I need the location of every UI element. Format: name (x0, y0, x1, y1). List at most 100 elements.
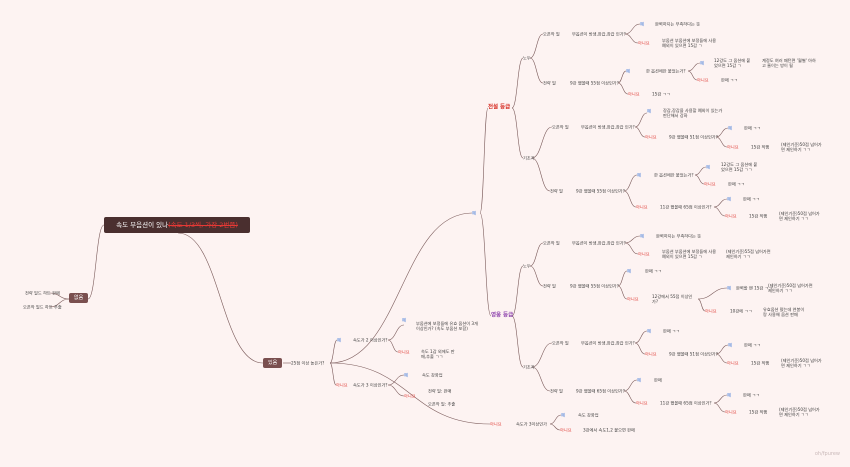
connector (87, 224, 105, 300)
yes-label: 예 (637, 172, 641, 178)
no-label: 아니요 (628, 91, 640, 97)
a-s2n-node: 속도 1감 외에도 판매,추출 ㄱㄱ (421, 349, 455, 359)
a-usage-node: 부옵션 부옵션에 보정들에 사용 예외이 있으면 15감 ㄱ (662, 38, 717, 48)
connector (329, 362, 491, 425)
openjak-node: 오픈작 빌 (543, 240, 560, 246)
q-55-node: 9강 했을때 55점 이상인가? (570, 283, 619, 289)
connector (713, 198, 728, 208)
connector (479, 107, 489, 214)
sell-k-node: 판매 ㄱㄱ (728, 181, 745, 187)
q-11-node: 11강 했을때 65점 이상인가? (660, 400, 712, 406)
connector (715, 136, 728, 148)
watermark-logo: oh/fpurew (814, 451, 840, 457)
yes-label: 예 (647, 108, 651, 114)
sell15-node: 15감 직행 (749, 409, 768, 415)
connector (531, 342, 553, 368)
jeollyak-node: 전략 빌 (543, 283, 556, 289)
a-jeda-node: 계정도 여러 패턴면 '월별' 아하고 줄이는 방이 될 (762, 58, 816, 68)
connector (617, 285, 628, 300)
a-s2-node: 부옵션에 보정들에 유효 옵션이 3개 이상인가? (속도 부옵션 포함) (416, 321, 478, 331)
no-label: 아니요 (725, 409, 737, 415)
connector (529, 33, 544, 59)
connector (713, 394, 728, 404)
basis-node: (제인기준)50점 넘어가면 제인하기 ㄱㄱ (781, 142, 822, 152)
q-op-node: 부옵션이 방생,장갑,장갑 인가? (581, 340, 635, 346)
a-jeolban-node: 완벽하지는 부족하다는 뜻 (655, 21, 701, 27)
q-s2-node: 속도가 2 이상인가? (353, 337, 388, 343)
q-51-node: 9강 했을때 51점 이상인가? (669, 351, 718, 357)
usage2-node: 유효옵션 떴는데 연봉이랑 사용해 옵션 판매 (763, 307, 805, 317)
connector (715, 344, 729, 355)
yes-label: 예 (637, 377, 641, 383)
connector (511, 107, 524, 159)
no-label: 아니요 (725, 213, 737, 219)
yes-label: 예 (727, 392, 731, 398)
no-label: 아니요 (404, 393, 416, 399)
left-item-2: 오픈작 빌드 하트 추출 (23, 304, 62, 310)
connector (531, 157, 551, 192)
q-han-node: 한 옵션에만 붙었는가? (646, 68, 686, 74)
connector (529, 57, 544, 84)
a-s3-2-node: 속도 강화업 (578, 412, 599, 418)
openjak-node: 오픈작 빌 (552, 340, 569, 346)
no-label: 아니요 (627, 296, 639, 302)
connector (634, 330, 648, 344)
yes-label: 예 (627, 268, 631, 274)
connector (511, 57, 524, 109)
root-node[interactable]: 속도 부음션이 있나(속도 1/3씩, 가장 2번쯤) (104, 217, 250, 233)
yes-label: 예 (337, 337, 341, 343)
jeollyak-node: 전략 빌 (543, 80, 556, 86)
yes-label: 예 (727, 285, 731, 291)
connector (387, 384, 405, 397)
connector (49, 292, 70, 300)
a-jeolban-node: 완벽하지는 부족하다는 뜻 (656, 233, 702, 239)
q-s3-node: 속도가 3 이상인가? (353, 382, 388, 388)
q-s3b-node: 속도가 3이상인가 (516, 421, 547, 427)
legend-grade-node[interactable]: 전설 등급 (488, 104, 511, 111)
a-s3n2-node: 오픈작 빌: 추출 (428, 401, 456, 407)
no-label: 아니요 (645, 134, 657, 140)
a-15sell-node: 완벽할 땐 15감 ㄱㄱ (736, 285, 773, 291)
gichoji-node: 기초지 (523, 155, 535, 161)
hero-grade-node[interactable]: 영웅 등급 (491, 312, 514, 319)
gichoji-node: 기초지 (523, 364, 535, 370)
a-12b-node: 12강도 그 옵션에 붙었으면 15감 ㄱㄱ (721, 162, 758, 172)
connector (387, 339, 399, 353)
sell-k-node: 판매 ㄱㄱ (744, 342, 761, 348)
q-12-node: 12강에서 55점 이상인가? (652, 294, 693, 304)
no-label: 아니요 (636, 204, 648, 210)
connector (617, 82, 629, 95)
connector (531, 366, 551, 392)
nosu-node: 노두 (523, 55, 531, 61)
yes-label: 예 (700, 60, 704, 66)
yes-label: 예 (727, 196, 731, 202)
no-label: 아니요 (704, 181, 716, 187)
connector (387, 324, 405, 341)
q-op-node: 부옵션이 방생,장갑,장갑 인가? (572, 31, 626, 37)
basis-node: (제인기준)50점 넘어가면 제인하기 ㄱㄱ (781, 358, 822, 368)
connector (624, 33, 639, 44)
basis-k-node: (제인기준)55점 넘어가면 제인하기 ㄱㄱ (726, 249, 771, 259)
yes-label: 예 (728, 342, 732, 348)
a-last-node: 3강에서 속도1,2 붙으면 판매 (583, 427, 635, 433)
connector (694, 166, 707, 176)
sell-node: 판매 (654, 377, 662, 383)
q-51-node: 9강 했을때 51점 이상인가? (669, 134, 718, 140)
connector (715, 127, 729, 138)
yes-branch-node[interactable]: 있음 (263, 358, 283, 368)
no-branch-node[interactable]: 없음 (69, 293, 89, 303)
sell15-node: 15감 직행 (749, 213, 768, 219)
yes-label: 예 (647, 328, 651, 334)
nosu-node: 노두 (523, 263, 531, 269)
connector (634, 342, 646, 355)
sell-k-node: 판매 ㄱㄱ (743, 196, 760, 202)
connector (549, 414, 562, 425)
sell15-node: 15감 직행 (751, 360, 770, 366)
q-25-node: 25점 이상 높은가? (291, 360, 325, 366)
no-label: 아니요 (638, 251, 650, 257)
fifteen-k-node: 15감 ㄱㄱ (652, 91, 671, 97)
a-s3-node: 속도 강화업 (422, 372, 443, 378)
connector (511, 315, 524, 368)
no-label: 아니요 (560, 427, 572, 433)
